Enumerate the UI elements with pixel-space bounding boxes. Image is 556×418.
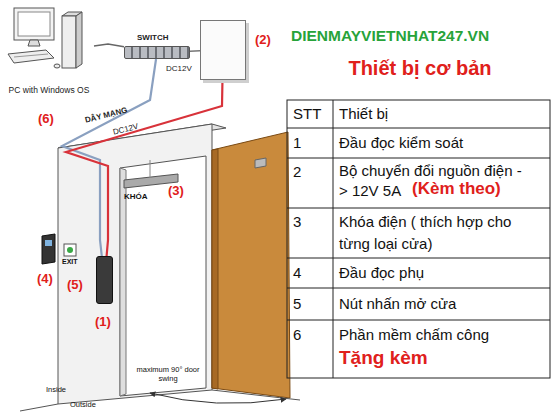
table-header: STT [293,105,321,122]
mouse [54,64,60,68]
floor-line [212,390,300,400]
monitor [14,8,54,40]
access-reader: (1) [96,256,113,304]
callout-number: (5) [67,278,83,293]
table-cell: Khóa điện ( thích hợp cho từng loại cửa) [339,211,544,255]
monitor-screen [18,12,50,36]
table-cell: Đầu đọc phụ [339,264,424,281]
lock-wire [150,160,151,178]
table-rule [287,320,550,321]
callout-number: (3) [168,184,184,199]
table-rule [333,100,334,378]
table-cell: 1 [293,134,301,151]
table-cell: Nút nhấn mở cửa [339,295,456,312]
cable [66,80,222,256]
table-cell: 2 [293,163,301,180]
title: Thiết bị cơ bản [300,57,540,80]
table-cell: Đầu đọc kiểm soát [339,134,463,151]
pc-tower [62,16,76,68]
door-strike-plate [255,158,266,168]
side-label: Outside [70,401,96,410]
cable-label: DÂY MẠNG [84,105,128,124]
reader-window [45,240,52,246]
floor-line [20,404,58,411]
table-border [287,100,550,378]
table-cell: 3 [293,213,301,230]
secondary-reader [42,234,55,264]
table-cell: 5 [293,295,301,312]
keyboard-keys [14,54,48,57]
note: maximum 90° door swing [132,366,204,383]
door-jamb [120,168,126,396]
keyboard [8,50,54,63]
table-cell: 4 [293,264,301,281]
watermark: DIENMAYVIETNHAT247.VN [291,27,489,45]
table-rule [287,258,550,259]
table-rule [287,288,550,289]
computer: PC with Windows OS [4,4,94,100]
callout-number: SWITCH [137,33,169,42]
door-opening [120,156,206,396]
network-switch: SWITCH [124,46,190,59]
door-swing-arc [150,393,286,403]
part-name: EXIT [62,258,78,266]
callout-number: (2) [255,33,271,48]
wall-face [58,124,212,404]
side-label: Inside [46,386,66,395]
table-cell: 6 [293,326,301,343]
table-header: Thiết bị [339,105,388,122]
door-edge [212,149,218,389]
exit-button-face [67,247,73,253]
callout-number: (1) [95,315,111,330]
callout-number: (6) [38,112,54,127]
table-cell: Tặng kèm [339,347,428,369]
table-rule [287,208,550,209]
door-leaf [212,132,290,398]
table-rule [287,128,550,129]
tower-side [76,12,82,68]
device-caption: PC with Windows OS [4,86,94,96]
table-rule [287,158,550,159]
table-cell: (Kèm theo) [412,179,501,199]
part-name: KHÓA [124,192,148,201]
power-supply-box: (2) [200,20,246,80]
table-cell: Phần mềm chấm công [339,326,489,343]
cable-label: DC12V [112,122,139,137]
exit-button [64,244,76,256]
cable [190,50,200,52]
monitor-stand [28,40,40,46]
callout-number: (4) [37,272,53,287]
cable-label: DC12V [166,64,192,73]
cable [94,44,124,47]
